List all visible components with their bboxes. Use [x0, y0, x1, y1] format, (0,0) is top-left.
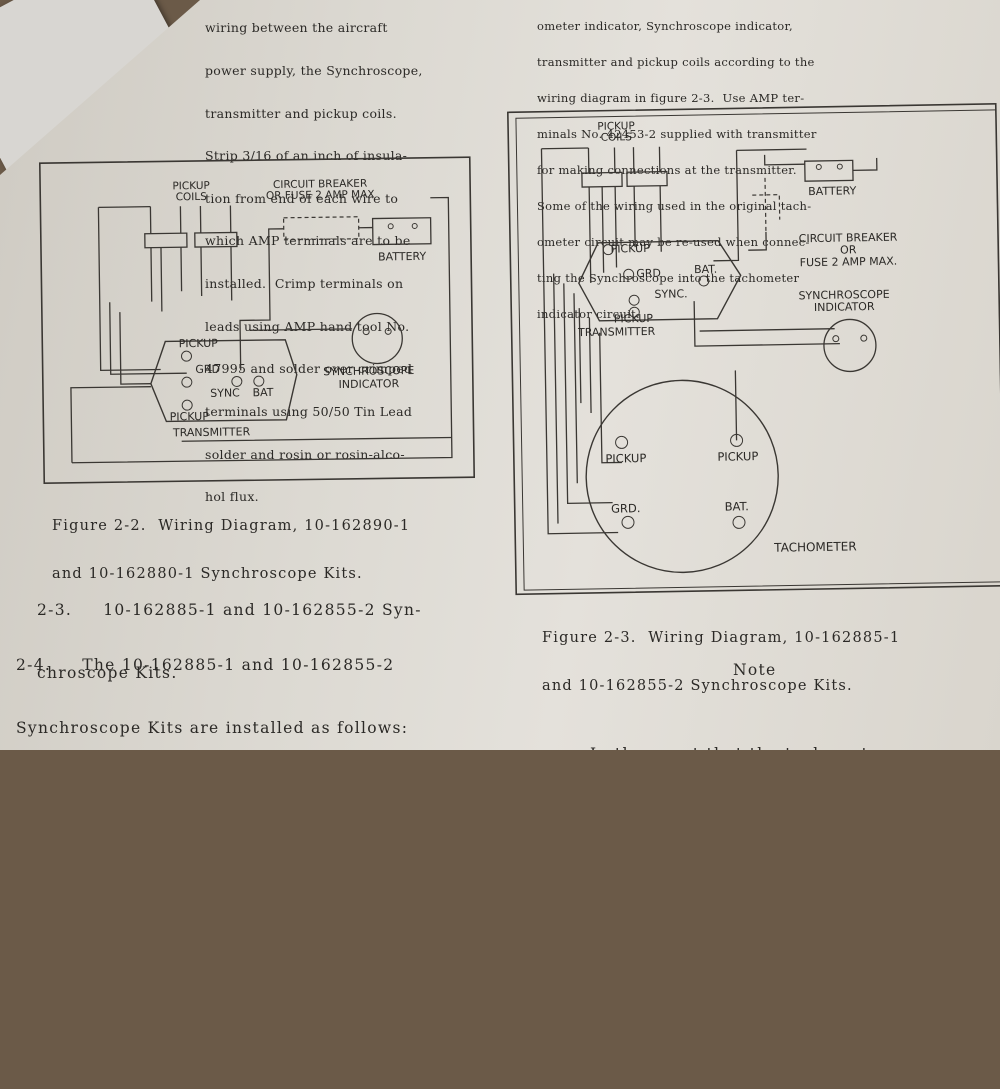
battery-symbol [371, 217, 432, 246]
circuit-breaker-symbol [282, 216, 360, 241]
indicator-label: SYNCHROSCOPE [323, 364, 414, 378]
circuit-breaker-symbol [752, 177, 781, 232]
pickup-coils-label: COILS [601, 131, 633, 144]
sync-terminal-label: SYNC [210, 386, 240, 399]
circuit-breaker-label: OR FUSE 2 AMP MAX [266, 189, 375, 203]
note-paragraph: In the event that the tachometer indicat… [590, 702, 889, 826]
manual-page: wiring between the aircraft power supply… [0, 0, 1000, 750]
text-line: terminals using 50/50 Tin Lead [205, 403, 413, 419]
pickup-terminal-label: PICKUP [170, 410, 210, 424]
battery-label: BATTERY [378, 250, 427, 264]
text-line [16, 781, 424, 795]
pickup-terminal-label: PICKUP [611, 242, 651, 256]
circuit-breaker-label: CIRCUIT BREAKER [273, 178, 367, 191]
indicator-label: INDICATOR [339, 377, 400, 391]
figure-2-3-caption: Figure 2-3. Wiring Diagram, 10-162885-1 … [542, 598, 900, 726]
bat-terminal-label: BAT. [694, 263, 717, 276]
text-line: nade at these points. Leave AMP termi [16, 1027, 383, 1045]
text-line: power supply, the Synchroscope, [205, 63, 423, 79]
caption-line: Figure 2-2. Wiring Diagram, 10-162890-1 [52, 518, 411, 534]
pickup-coils-label: COILS [176, 191, 208, 203]
battery-label: BATTERY [808, 184, 857, 198]
text-line: hol flux. [205, 489, 259, 505]
figure-2-2-caption: Figure 2-2. Wiring Diagram, 10-162890-1 … [52, 486, 410, 614]
text-line: Some of the wiring used in the original … [537, 199, 812, 213]
text-line: In the event that the tachometer [590, 745, 889, 763]
text-line: wiring between the aircraft [205, 20, 388, 36]
pickup-terminal-label: PICKUP [179, 337, 219, 351]
transmitter-symbol [578, 240, 742, 322]
battery-symbol [804, 159, 854, 182]
tach-pickup-label: PICKUP [605, 451, 646, 466]
section-2-3-heading: 2-3. 10-162885-1 and 10-162855-2 Syn- ch… [37, 558, 422, 726]
synchroscope-indicator-symbol [823, 318, 877, 373]
circuit-breaker-label: CIRCUIT BREAKER [799, 231, 898, 246]
pickup-terminal-label: PICKUP [614, 312, 654, 326]
tach-bat-label: BAT. [725, 499, 749, 513]
tach-grd-label: GRD. [611, 501, 641, 516]
circuit-breaker-label: OR [840, 243, 857, 256]
section-2-4-paragraph: 2-4. The 10-162885-1 and 10-162855-2 Syn… [16, 613, 424, 1045]
bat-terminal-label: BAT [252, 386, 273, 399]
pickup-coil [581, 171, 623, 188]
text-line: transmitter and pickup coils. [205, 105, 397, 121]
text-line: ometer circuit may be re-used when conne… [537, 235, 810, 249]
text-line: chroscope Kits. [37, 664, 178, 682]
pickup-coil [144, 232, 188, 249]
indicator-label: SYNCHROSCOPE [798, 288, 889, 303]
text-line: achometer circuit by cutting through spl… [16, 964, 424, 982]
text-line: 2-3. 10-162885-1 and 10-162855-2 Syn- [37, 601, 422, 619]
text-line: 2-4. The 10-162885-1 and 10-162855-2 [16, 656, 395, 674]
text-line: solder and rosin or rosin-alco- [205, 446, 405, 462]
figure-frame [38, 156, 476, 484]
text-line: coils, power supply and common ground of [16, 901, 407, 919]
tachometer-label: TACHOMETER [773, 539, 857, 554]
text-line: installed. Crimp terminals on [205, 276, 404, 292]
caption-line: Figure 2-3. Wiring Diagram, 10-162885-1 [542, 630, 901, 646]
circuit-breaker-label: FUSE 2 AMP MAX. [800, 255, 898, 270]
transmitter-symbol [150, 339, 298, 423]
tach-pickup-label: PICKUP [717, 449, 758, 464]
caption-line: and 10-162855-2 Synchroscope Kits. [542, 678, 853, 694]
synchroscope-indicator-symbol [351, 312, 403, 365]
grd-terminal-label: GRD [636, 267, 661, 280]
text-line: 47995 and solder over crimped [205, 361, 413, 377]
transmitter-label: TRANSMITTER [172, 425, 251, 439]
pickup-coil [194, 231, 238, 248]
left-intro-paragraph: wiring between the aircraft power supply… [205, 0, 423, 533]
indicator-label: INDICATOR [814, 300, 875, 314]
figure-2-2-diagram: PICKUP COILS CIRCUIT BREAKER OR FUSE 2 A… [38, 103, 1000, 596]
text-line: transmitter and pickup coils according t… [537, 55, 815, 69]
transmitter-label: TRANSMITTER [577, 325, 656, 339]
text-line: which AMP terminals are to be [205, 233, 411, 249]
caption-line: and 10-162880-1 Synchroscope Kits. [52, 566, 363, 582]
text-line: Synchroscope Kits are installed as follo… [16, 719, 409, 737]
text-line: tion from end of each wire to [205, 190, 399, 206]
pickup-coil [626, 170, 668, 187]
sync-terminal-label: SYNC. [654, 287, 687, 301]
pickup-coils-label: PICKUP [597, 120, 635, 133]
text-line: ometer indicator, Synchroscope indicator… [537, 19, 794, 33]
text-line: a. Break connections at pickup [16, 838, 373, 856]
text-line: wiring diagram in figure 2-3. Use AMP te… [537, 91, 805, 105]
note-heading: Note [733, 661, 777, 679]
pickup-coils-label: PICKUP [172, 180, 210, 193]
grd-terminal-label: GRD [195, 363, 220, 376]
text-line: indicator and Synchroscope in- [590, 808, 874, 826]
tachometer-symbol [585, 379, 779, 574]
text-line: minals No. 42453-2 supplied with transmi… [537, 127, 817, 141]
